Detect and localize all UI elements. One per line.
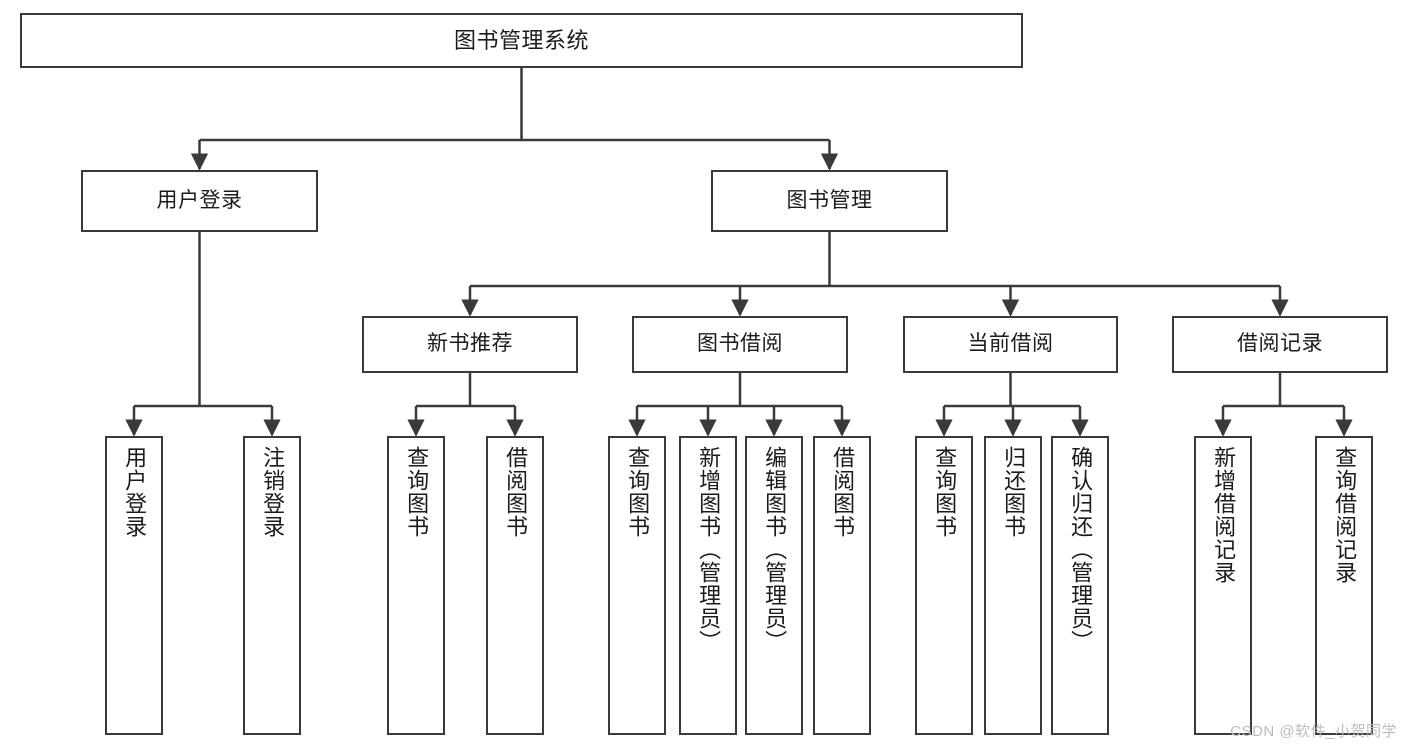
node-current-borrow[interactable]: 当前借阅	[903, 316, 1118, 373]
node-leaf-add-record-label: 新增借阅记录	[1211, 446, 1237, 584]
node-leaf-add-book-label: 新增图书（管理员）	[696, 446, 722, 653]
node-book-borrow-label: 图书借阅	[697, 332, 783, 356]
node-user-login-label: 用户登录	[156, 188, 243, 212]
node-leaf-confirm-return[interactable]: 确认归还（管理员）	[1051, 436, 1109, 735]
node-new-book-rec-label: 新书推荐	[427, 332, 513, 356]
node-leaf-query-record-label: 查询借阅记录	[1332, 446, 1358, 584]
node-leaf-query-book-1[interactable]: 查询图书	[387, 436, 445, 735]
node-leaf-query-record[interactable]: 查询借阅记录	[1315, 436, 1373, 735]
node-leaf-query-book-2-label: 查询图书	[625, 446, 651, 538]
node-book-manage[interactable]: 图书管理	[711, 170, 948, 232]
node-leaf-confirm-return-label: 确认归还（管理员）	[1068, 446, 1094, 653]
node-leaf-return-book[interactable]: 归还图书	[984, 436, 1042, 735]
node-book-borrow[interactable]: 图书借阅	[632, 316, 848, 373]
watermark-label: CSDN @软件_小贺同学	[1230, 723, 1397, 740]
node-new-book-rec[interactable]: 新书推荐	[362, 316, 578, 373]
node-leaf-logout-label: 注销登录	[260, 446, 286, 538]
node-leaf-borrow-book-1-label: 借阅图书	[503, 446, 529, 538]
node-leaf-borrow-book-2[interactable]: 借阅图书	[813, 436, 871, 735]
node-leaf-query-book-1-label: 查询图书	[404, 446, 430, 538]
node-leaf-borrow-book-2-label: 借阅图书	[830, 446, 856, 538]
node-root[interactable]: 图书管理系统	[20, 13, 1023, 68]
node-borrow-record-label: 借阅记录	[1237, 332, 1323, 356]
node-leaf-query-book-3-label: 查询图书	[932, 446, 958, 538]
node-root-label: 图书管理系统	[453, 27, 589, 53]
node-book-manage-label: 图书管理	[786, 188, 873, 212]
node-borrow-record[interactable]: 借阅记录	[1172, 316, 1388, 373]
node-leaf-add-record[interactable]: 新增借阅记录	[1194, 436, 1252, 735]
node-leaf-add-book[interactable]: 新增图书（管理员）	[679, 436, 737, 735]
node-leaf-return-book-label: 归还图书	[1001, 446, 1027, 538]
node-leaf-user-login[interactable]: 用户登录	[105, 436, 163, 735]
node-leaf-query-book-3[interactable]: 查询图书	[915, 436, 973, 735]
node-leaf-user-login-label: 用户登录	[122, 446, 148, 538]
node-leaf-query-book-2[interactable]: 查询图书	[608, 436, 666, 735]
node-user-login[interactable]: 用户登录	[81, 170, 318, 232]
node-current-borrow-label: 当前借阅	[967, 332, 1054, 356]
node-leaf-borrow-book-1[interactable]: 借阅图书	[486, 436, 544, 735]
node-leaf-edit-book[interactable]: 编辑图书（管理员）	[745, 436, 803, 735]
node-leaf-edit-book-label: 编辑图书（管理员）	[762, 446, 788, 653]
node-leaf-logout[interactable]: 注销登录	[243, 436, 301, 735]
